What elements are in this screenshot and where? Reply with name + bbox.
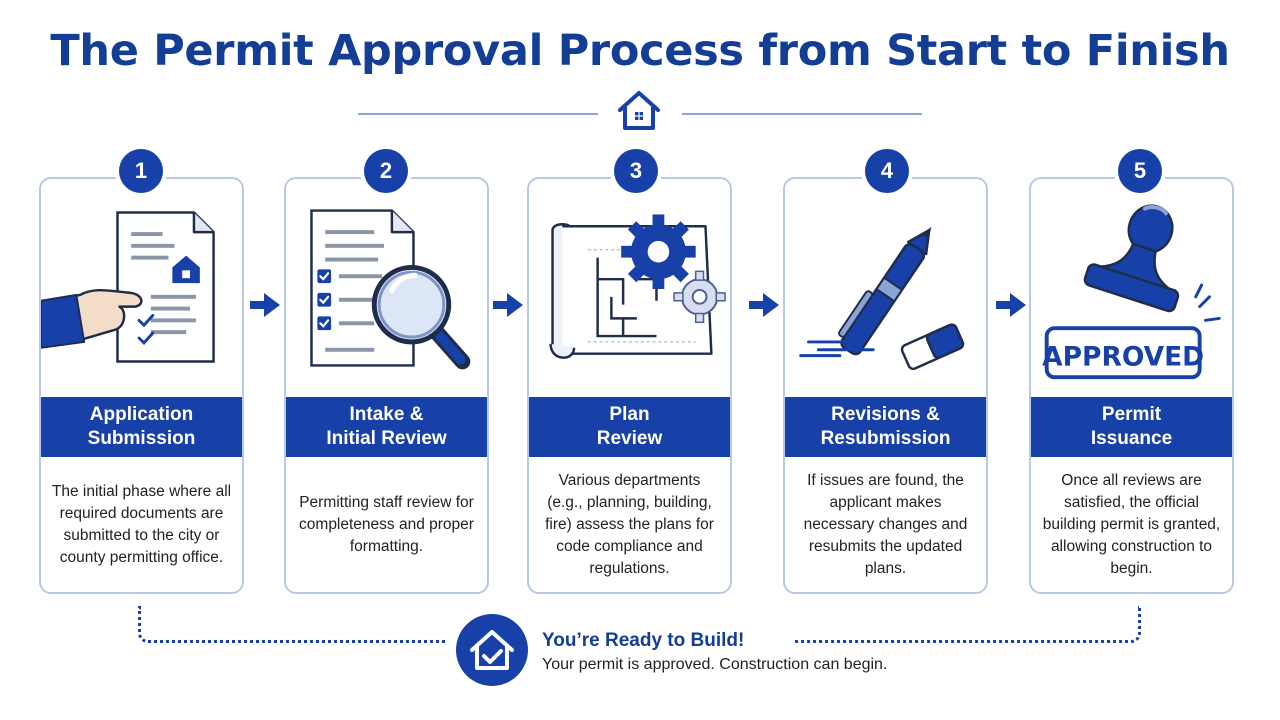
step-title-2: Intake & Initial Review [286,397,487,457]
document-hand-icon [41,211,215,363]
arrow-right-icon [250,293,280,317]
step-card-4: Revisions & Resubmission If issues are f… [783,177,988,594]
title-rule-right [682,113,922,115]
pen-eraser-icon [799,226,965,371]
step-title-5: Permit Issuance [1031,397,1232,457]
arrow-right-icon [996,293,1026,317]
dotted-connector-right [794,606,1141,643]
house-check-icon [456,614,528,686]
approved-stamp-text: APPROVED [1042,341,1204,372]
approved-stamp-icon: APPROVED [1042,204,1221,380]
step-card-5: APPROVED Permit Issuance Once all review… [1029,177,1234,594]
title-rule-left [358,113,598,115]
step-description-4: If issues are found, the applicant makes… [803,471,968,577]
step-title-4: Revisions & Resubmission [785,397,986,457]
page-title: The Permit Approval Process from Start t… [50,26,1230,76]
arrow-right-icon [749,293,779,317]
arrow-right-icon [493,293,523,317]
step-badge-1: 1 [119,149,163,193]
step-description-3: Various departments (e.g., planning, bui… [545,471,714,577]
footer-title: You’re Ready to Build! [542,630,745,651]
step-badge-5: 5 [1118,149,1162,193]
step-description-2: Permitting staff review for completeness… [299,493,474,555]
dotted-connector-left [138,606,445,643]
footer-subtitle: Your permit is approved. Construction ca… [542,656,888,673]
step-card-2: Intake & Initial Review Permitting staff… [284,177,489,594]
step-title-3: Plan Review [529,397,730,457]
step-card-1: Application Submission The initial phase… [39,177,244,594]
step-description-5: Once all reviews are satisfied, the offi… [1042,471,1221,577]
step-card-3: Plan Review Various departments (e.g., p… [527,177,732,594]
step-badge-4: 4 [865,149,909,193]
step-title-1: Application Submission [41,397,242,457]
step-badge-3: 3 [614,149,658,193]
step-badge-2: 2 [364,149,408,193]
house-icon [618,91,660,130]
checklist-magnifier-icon [310,209,471,370]
blueprint-gears-icon [549,214,726,359]
step-description-1: The initial phase where all required doc… [51,482,232,566]
